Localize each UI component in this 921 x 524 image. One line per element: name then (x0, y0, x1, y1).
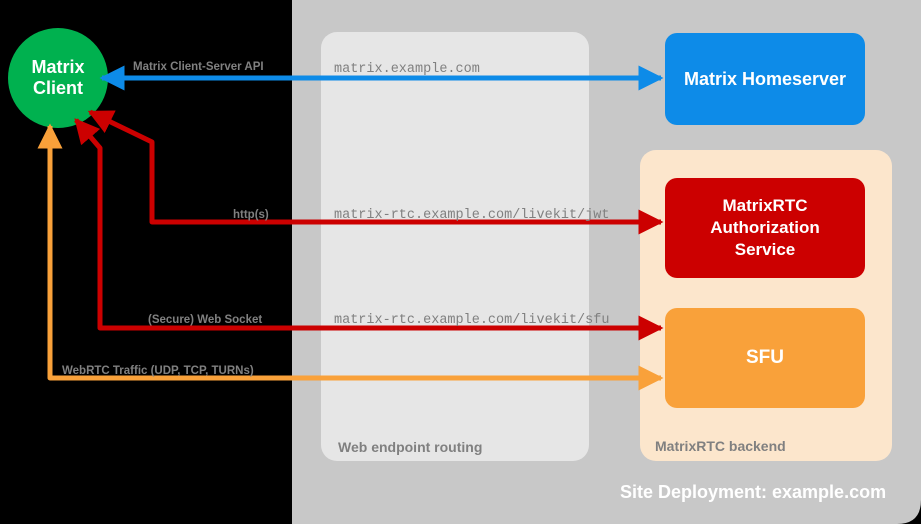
panel-caption-matrixrtc-backend: MatrixRTC backend (655, 438, 786, 454)
node-matrix-homeserver[interactable] (665, 33, 865, 125)
panel-web-endpoint-routing (321, 32, 589, 461)
endpoint-label-livekit-jwt: matrix-rtc.example.com/livekit/jwt (334, 208, 610, 223)
endpoint-label-livekit-sfu: matrix-rtc.example.com/livekit/sfu (334, 313, 610, 328)
flow-label-webrtc-traffic: WebRTC Traffic (UDP, TCP, TURNs) (62, 365, 254, 377)
flow-label-web-socket: (Secure) Web Socket (148, 314, 263, 326)
endpoint-label-matrix: matrix.example.com (334, 62, 480, 77)
panel-caption-web-endpoint-routing: Web endpoint routing (338, 439, 483, 455)
node-matrixrtc-authorization-service[interactable] (665, 178, 865, 278)
node-matrix-client[interactable] (8, 28, 108, 128)
node-sfu[interactable] (665, 308, 865, 408)
flow-label-client-server-api: Matrix Client-Server API (133, 61, 264, 73)
site-deployment-caption: Site Deployment: example.com (620, 482, 887, 502)
flow-webrtc-traffic (37, 123, 664, 391)
flow-label-http-auth: http(s) (233, 209, 269, 221)
